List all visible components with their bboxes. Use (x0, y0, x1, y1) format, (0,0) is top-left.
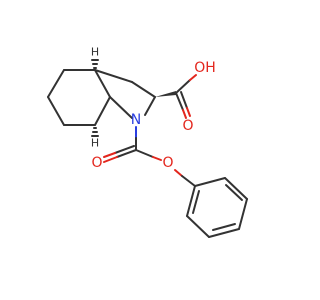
benzene-ring (186, 177, 248, 238)
bond (224, 177, 248, 200)
carbamate-group (103, 126, 196, 187)
bond (186, 215, 210, 238)
bond (186, 185, 196, 217)
stereo-hash-top (91, 59, 99, 69)
bond (194, 177, 226, 187)
bond (225, 184, 243, 201)
bond (192, 190, 200, 214)
bond (238, 198, 248, 230)
bond (181, 175, 196, 187)
bond (135, 149, 154, 158)
bond (94, 69, 133, 83)
ester-oxygen-label: O (162, 155, 173, 171)
stereo-hydrogen-top-label: H (91, 46, 99, 59)
wedge-bond (155, 91, 176, 97)
bond (47, 69, 65, 98)
bond (94, 96, 111, 126)
structure-canvas: OH O N O O H H (47, 46, 248, 238)
bond (182, 109, 187, 119)
acid-carbonyl-oxygen-label: O (182, 118, 193, 134)
hydroxyl-label: OH (194, 60, 216, 76)
cyclohexane-ring (47, 69, 111, 126)
ester-carbonyl-oxygen-label: O (91, 155, 102, 171)
bond (94, 69, 111, 98)
bond (116, 149, 137, 158)
bond (103, 152, 116, 158)
stereo-hydrogen-bottom-label: H (91, 137, 99, 150)
bond (212, 223, 236, 231)
bond (175, 92, 184, 111)
atom-labels: OH O N O O H H (91, 46, 216, 172)
bond (144, 96, 156, 116)
bond (186, 107, 191, 117)
carboxylic-acid-group (155, 74, 197, 119)
bond (174, 169, 183, 177)
bond (175, 79, 191, 94)
bond (103, 156, 118, 163)
nitrogen-label: N (131, 112, 141, 128)
bond (180, 91, 188, 109)
stereo-hash-bottom (91, 127, 99, 137)
bond (114, 145, 135, 154)
pyrrolidine-ring (94, 69, 156, 119)
bond (109, 96, 133, 119)
bond (47, 96, 65, 126)
bond (208, 228, 240, 238)
bond (152, 156, 162, 161)
bond (131, 81, 156, 98)
bond (189, 74, 197, 81)
molecule-diagram: OH O N O O H H (47, 46, 248, 238)
